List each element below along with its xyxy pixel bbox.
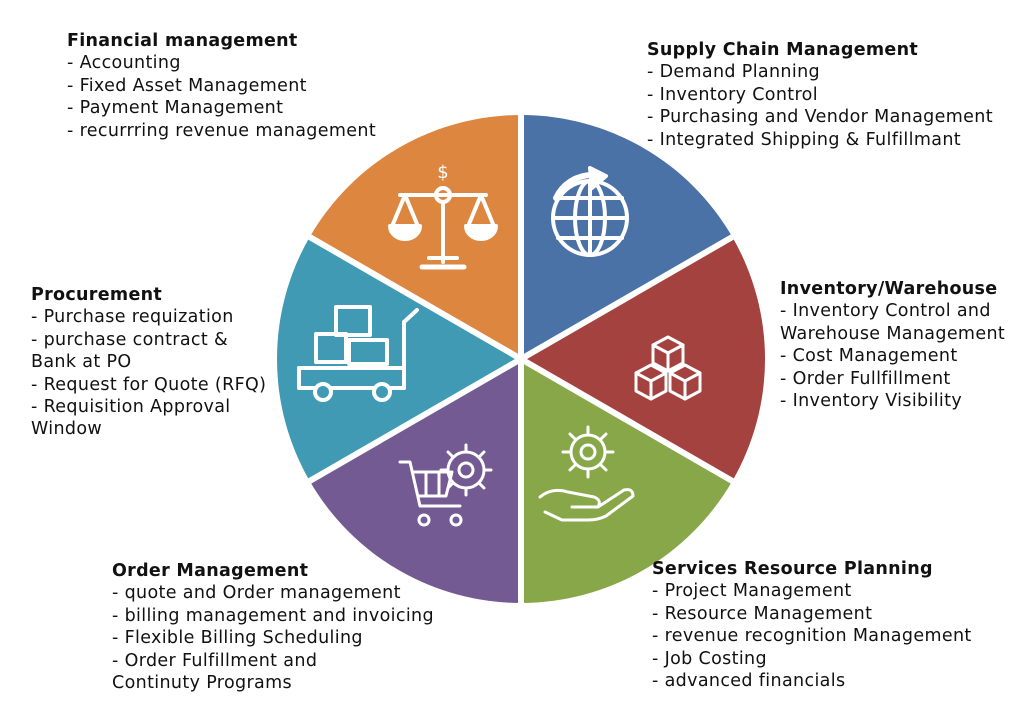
list-item: Continuty Programs (112, 673, 292, 694)
list-item: - Integrated Shipping & Fulfillmant (647, 129, 961, 150)
gear-icon (561, 425, 615, 479)
list-item: - Order Fulfillment and (112, 650, 318, 671)
list-item: - Payment Management (67, 98, 284, 119)
procurement-title: Procurement (31, 285, 163, 305)
list-item: - Accounting (67, 53, 181, 74)
supply-chain-block: Supply Chain Management - Demand Plannin… (647, 39, 993, 151)
list-item: - revenue recognition Management (652, 626, 972, 647)
list-item: - billing management and invoicing (112, 605, 434, 626)
inventory-warehouse-block: Inventory/Warehouse - Inventory Control … (780, 278, 1005, 412)
list-item: - Request for Quote (RFQ) (31, 374, 267, 395)
financial-management-block: Financial management - Accounting - Fixe… (67, 30, 376, 142)
list-item: - Project Management (652, 581, 852, 602)
services-resource-planning-block: Services Resource Planning - Project Man… (652, 558, 972, 692)
list-item: - advanced financials (652, 671, 846, 692)
gear-hand-icon (538, 425, 635, 522)
list-item: - purchase contract & (31, 329, 229, 350)
supply-chain-title: Supply Chain Management (647, 40, 918, 60)
inventory-warehouse-title: Inventory/Warehouse (780, 279, 998, 299)
gear-icon (439, 443, 493, 497)
scale-icon: $ (388, 162, 498, 270)
segment-inventory (521, 237, 765, 481)
list-item: - Demand Planning (647, 62, 820, 83)
segment-divider (308, 234, 523, 362)
list-item: - Purchasing and Vendor Management (647, 107, 993, 128)
list-item: Bank at PO (31, 352, 132, 373)
list-item: - Inventory Control and (780, 301, 991, 322)
segment-supply (521, 115, 733, 359)
segment-procurement (277, 237, 521, 481)
list-item: Window (31, 419, 103, 440)
segment-divider (519, 356, 734, 484)
cart-gear-icon (398, 443, 493, 527)
list-item: - Inventory Visibility (780, 391, 963, 412)
services-resource-planning-title: Services Resource Planning (652, 559, 933, 579)
list-item: - Order Fullfillment (780, 368, 951, 389)
list-item: - Requisition Approval (31, 397, 231, 418)
financial-management-title: Financial management (67, 31, 298, 51)
list-item: - quote and Order management (112, 583, 401, 604)
segment-divider (308, 356, 523, 484)
list-item: - Inventory Control (647, 84, 818, 105)
globe-icon (551, 166, 629, 257)
procurement-block: Procurement - Purchase requization - pur… (31, 284, 266, 441)
order-management-title: Order Management (112, 561, 309, 581)
boxes-icon (634, 335, 702, 401)
trolley-icon (297, 305, 419, 402)
hand-icon (538, 488, 635, 522)
list-item: - Job Costing (652, 648, 767, 669)
dollar-sign-icon: $ (437, 162, 448, 183)
list-item: - Cost Management (780, 346, 958, 367)
list-item: - Resource Management (652, 603, 873, 624)
segment-divider (519, 234, 734, 362)
segment-services (521, 359, 733, 603)
list-item: - Flexible Billing Scheduling (112, 628, 363, 649)
list-item: - recurrring revenue management (67, 120, 377, 141)
list-item: - Purchase requization (31, 307, 234, 328)
list-item: Warehouse Management (780, 323, 1006, 344)
list-item: - Fixed Asset Management (67, 75, 307, 96)
order-management-block: Order Management - quote and Order manag… (112, 560, 434, 694)
cart-icon (398, 460, 463, 527)
